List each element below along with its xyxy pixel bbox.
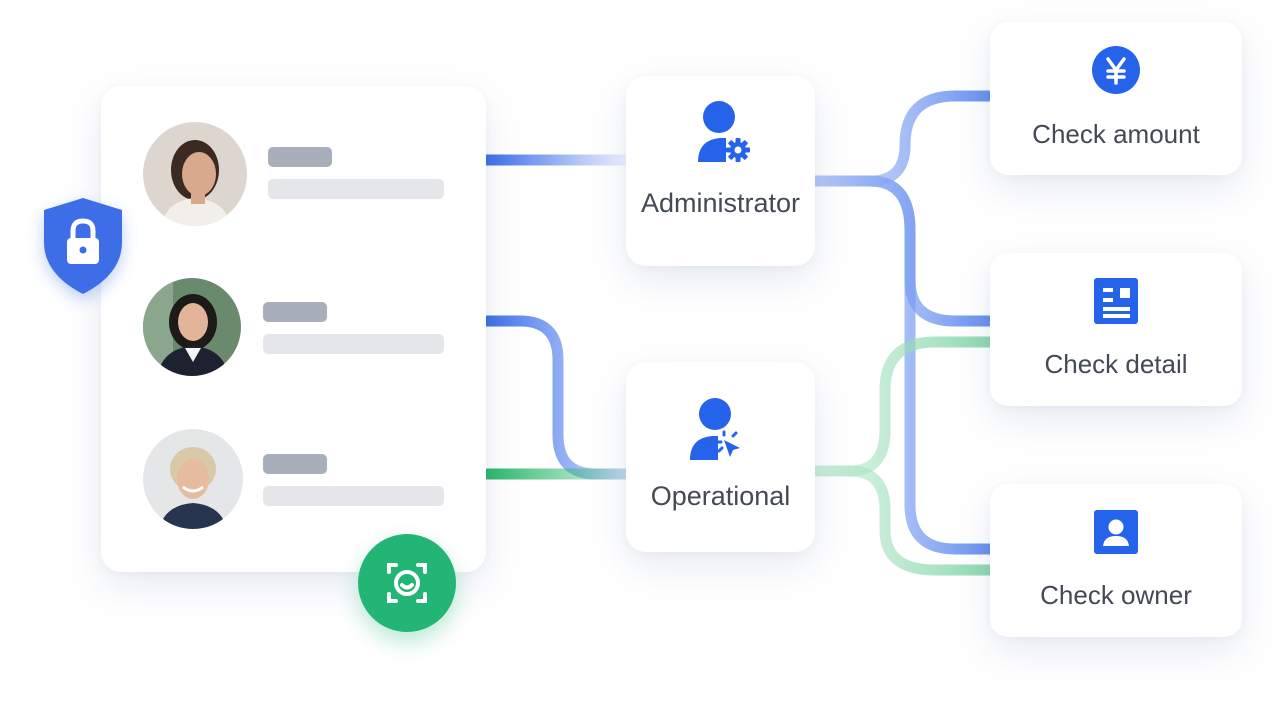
operational-role-card[interactable]: Operational [626,362,815,552]
lock-shield-icon [40,196,126,301]
check-amount-label: Check amount [1032,119,1200,149]
connector-operational-detail [815,336,990,477]
user-detail-placeholder [268,179,444,199]
user-name-placeholder [268,147,332,167]
connector-admin-amount [815,90,990,187]
face-scan-button[interactable] [358,534,456,632]
check-detail-label: Check detail [1044,349,1188,379]
user-name-placeholder [263,302,327,322]
connector-admin-owner [815,175,990,555]
check-detail-card[interactable]: Check detail [990,253,1242,406]
operational-label: Operational [650,481,791,511]
user-avatar-1[interactable] [143,122,247,226]
user-detail-placeholder [263,334,444,354]
check-owner-card[interactable]: Check owner [990,484,1242,637]
connector-user2-operational [486,315,626,480]
id-card-icon [1094,510,1138,554]
user-name-placeholder [263,454,327,474]
user-avatar-3[interactable] [143,429,243,529]
check-amount-card[interactable]: Check amount [990,22,1242,175]
face-scan-icon [387,563,427,603]
yen-icon [1092,46,1140,94]
check-owner-label: Check owner [1040,580,1192,610]
document-icon [1094,278,1138,324]
connector-operational-owner [815,465,990,576]
administrator-label: Administrator [640,188,801,218]
administrator-role-card[interactable]: Administrator [626,76,815,266]
user-click-icon [690,398,740,460]
user-gear-icon [698,101,750,162]
user-avatar-2[interactable] [143,278,241,376]
user-detail-placeholder [263,486,444,506]
users-panel [101,86,486,572]
